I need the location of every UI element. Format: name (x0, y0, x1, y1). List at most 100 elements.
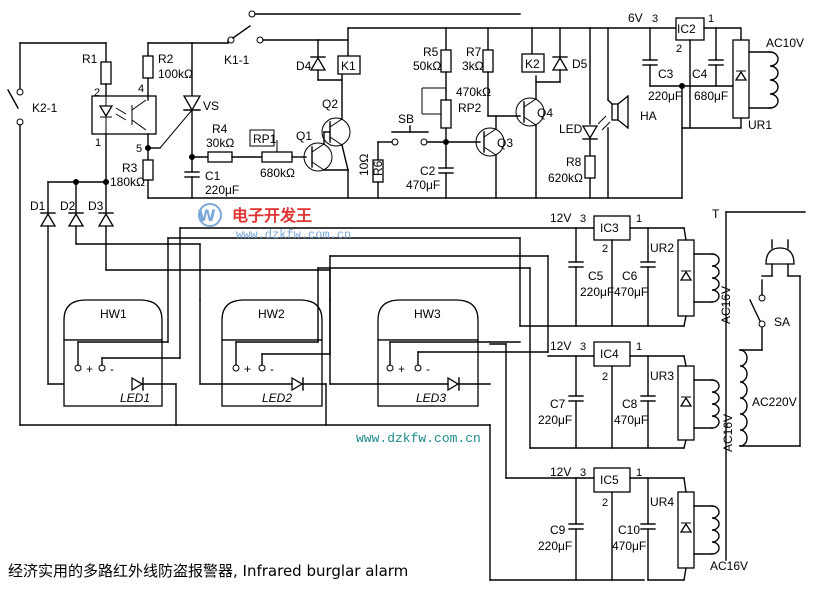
hw1-label: HW1 (100, 307, 127, 321)
led3-label: LED3 (416, 391, 446, 405)
q1-label: Q1 (296, 129, 312, 143)
k1-1-label: K1-1 (224, 53, 250, 67)
ic4-pin1: 1 (636, 341, 642, 353)
hw3-label: HW3 (414, 307, 441, 321)
ic5-pin3: 3 (580, 467, 586, 479)
r2-label: R2 (158, 52, 174, 66)
capacitor-c2: C2 470μF (406, 141, 454, 199)
caption: 经济实用的多路红外线防盗报警器, Infrared burglar alarm (8, 562, 409, 580)
ic4-pin3: 3 (580, 341, 586, 353)
watermark-url-top: www.dzkfw.com.cn (236, 228, 351, 242)
r8-value: 620kΩ (548, 171, 583, 185)
supply-ic4: 12V 3 IC4 2 1 C7 220μF C8 470μF UR3 AC16… (529, 339, 735, 452)
resistor-r6: R6 10Ω (357, 141, 385, 199)
supply-ic3: 12V 3 IC3 2 1 C5 220μF C6 470μF UR2 AC16… (550, 211, 733, 327)
c1-label: C1 (205, 169, 221, 183)
c10-value: 470μF (612, 539, 646, 553)
relay-k1: K1 (337, 27, 361, 75)
ha-label: HA (640, 109, 657, 123)
label-6v: 6V (628, 11, 643, 25)
c2-label: C2 (420, 164, 436, 178)
ic2-pin2-label: 2 (676, 43, 682, 55)
ic5-pin1: 1 (636, 467, 642, 479)
c1-value: 220μF (205, 183, 239, 197)
power-plug (761, 239, 801, 447)
relay-k2: K2 (521, 27, 545, 73)
ur3-label: UR3 (650, 369, 674, 383)
regulator-ic2: IC2 2 1 (675, 13, 714, 55)
ac10v-label: AC10V (766, 36, 804, 50)
vs-label: VS (203, 99, 219, 113)
ic3-12v: 12V (550, 211, 571, 225)
ur1-label: UR1 (748, 118, 772, 132)
ic5-pin2: 2 (602, 497, 608, 509)
opto-pin4-label: 4 (138, 83, 144, 95)
transistor-q2: Q2 (321, 97, 351, 147)
transistor-q1: Q1 (296, 129, 333, 172)
c6-value: 470μF (614, 285, 648, 299)
d1-label: D1 (30, 199, 46, 213)
ur3-ac16v: AC16V (721, 414, 735, 452)
k2-1-label: K2-1 (32, 101, 58, 115)
hw1-plus: + (86, 362, 93, 376)
hw3-plus: + (398, 362, 405, 376)
c6-label: C6 (622, 269, 638, 283)
ic5-label: IC5 (600, 473, 619, 487)
c9-value: 220μF (538, 539, 572, 553)
watermark-brand: 电子开发王 (232, 206, 312, 225)
led2-label: LED2 (262, 391, 292, 405)
d5-label: D5 (572, 57, 588, 71)
resistor-r3: R3 180kΩ (110, 159, 154, 199)
diode-d4: D4 (296, 39, 343, 81)
opto-pin1-label: 1 (95, 137, 101, 149)
hw2-plus: + (244, 362, 251, 376)
opto-pin5-label: 5 (136, 143, 142, 155)
ic5-12v: 12V (550, 465, 571, 479)
optocoupler: 1 4 5 (91, 83, 157, 155)
ic2-label: IC2 (677, 22, 696, 36)
transistor-q3: Q3 (475, 127, 513, 157)
watermark-url-bottom: www.dzkfw.com.cn (356, 431, 481, 446)
c3-label: C3 (658, 67, 674, 81)
ic3-pin3: 3 (580, 213, 586, 225)
c5-label: C5 (588, 269, 604, 283)
diode-d1: D1 (30, 181, 133, 385)
r6-label: R6 (371, 160, 385, 176)
r3-label: R3 (122, 161, 138, 175)
q2-label: Q2 (322, 97, 338, 111)
c3-value: 220μF (648, 89, 682, 103)
hw2-minus: - (270, 362, 274, 376)
d3-label: D3 (88, 199, 104, 213)
resistor-r4: R4 30kΩ (206, 122, 234, 163)
resistor-r5: R5 50kΩ (413, 27, 452, 91)
buzzer-ha: HA (607, 27, 657, 199)
rp2-value: 470kΩ (456, 85, 491, 99)
r5-label: R5 (423, 45, 439, 59)
diode-d2: D2 (60, 181, 201, 245)
c9-label: C9 (550, 523, 566, 537)
ic2-pin3-label: 3 (652, 13, 658, 25)
hw3-minus: - (426, 362, 430, 376)
supply-ic5: 12V 3 IC5 2 1 C9 220μF C10 470μF UR4 AC1… (538, 465, 748, 581)
ic2-pin1-label: 1 (708, 13, 714, 25)
opto-pin2-label: 2 (94, 87, 100, 99)
thyristor-vs: VS (159, 42, 219, 161)
c4-value: 680μF (694, 89, 728, 103)
r7-label: R7 (466, 45, 482, 59)
ic4-12v: 12V (550, 339, 571, 353)
transformer-t: T AC220V (712, 85, 806, 561)
resistor-r7: R7 3kΩ (462, 27, 494, 117)
transistor-q4: Q4 (515, 97, 553, 127)
capacitor-c1: C1 220μF (184, 156, 239, 199)
r8-label: R8 (566, 155, 582, 169)
ur4-label: UR4 (650, 495, 674, 509)
c7-value: 220μF (538, 413, 572, 427)
r4-value: 30kΩ (206, 136, 234, 150)
t-label: T (712, 207, 720, 221)
d4-label: D4 (296, 59, 312, 73)
watermark-logo-icon: W (198, 206, 216, 225)
c5-value: 220μF (580, 285, 614, 299)
r4-label: R4 (212, 122, 228, 136)
rp2-label: RP2 (458, 101, 482, 115)
k2-1-switch: K2-1 (7, 42, 107, 426)
